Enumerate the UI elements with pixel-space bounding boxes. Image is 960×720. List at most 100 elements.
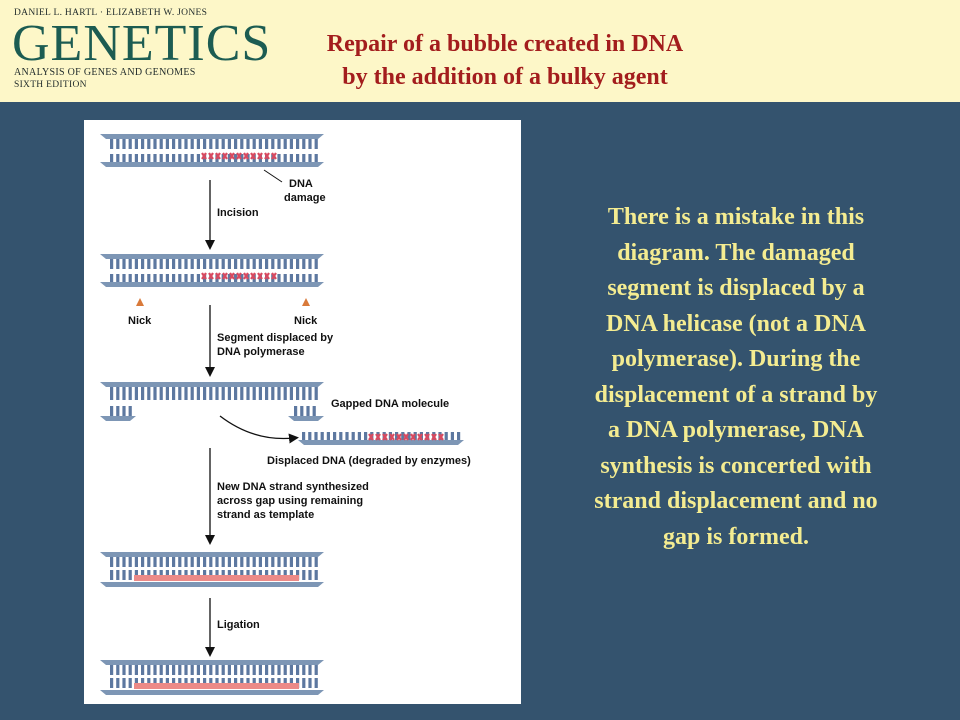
dna-base-pair [134,274,138,282]
dna-base-pair [116,570,120,580]
dna-bottom-strand [100,282,324,287]
dna-base-pair [308,557,312,567]
dna-base-pair [190,139,194,149]
dna-base-pair [209,557,213,567]
dna-base-pair [252,557,256,567]
dna-base-pair [196,139,200,149]
dna-base-pair [116,274,120,282]
dna-base-pair [110,678,114,688]
dna-base-pair [308,139,312,149]
dna-base-pair [221,557,225,567]
dna-base-pair [221,139,225,149]
damage-mark [382,433,388,441]
dna-base-pair [128,387,132,400]
dna-base-pair [122,139,126,149]
dna-base-pair [265,557,269,567]
dna-base-pair [240,259,244,269]
damage-mark [403,433,409,441]
damage-mark [417,433,423,441]
dna-base-pair [159,154,163,162]
dna-base-pair [128,406,132,416]
dna-base-pair [165,274,169,282]
dna-base-pair [215,665,219,675]
dna-base-pair [283,259,287,269]
dna-base-pair [314,387,318,400]
dna-base-pair [289,154,293,162]
dna-base-pair [289,139,293,149]
dna-base-pair [110,557,114,567]
dna-base-pair [240,154,244,162]
dna-base-pair [110,406,114,416]
dna-base-pair [296,139,300,149]
dna-base-pair [110,387,114,400]
dna-base-pair [271,139,275,149]
note-line-8: synthesis is concerted with [600,452,872,479]
dna-base-pair [203,259,207,269]
label-damage: damage [284,192,326,204]
dna-base-pair [147,665,151,675]
dna-base-pair [283,387,287,400]
dna-base-pair [134,387,138,400]
logo-edition: SIXTH EDITION [14,80,87,90]
displaced-base [339,432,343,440]
dna-base-pair [172,154,176,162]
dna-base-pair [178,387,182,400]
dna-base-pair [308,154,312,162]
dna-base-pair [159,387,163,400]
dna-base-pair [116,557,120,567]
dna-base-pair [308,259,312,269]
dna-repair-diagram: DNA damage Incision Nick Nick Segment di… [84,120,521,704]
dna-base-pair [283,274,287,282]
dna-base-pair [246,259,250,269]
dna-base-pair [116,665,120,675]
dna-base-pair [227,557,231,567]
displaced-dna-arrow [219,415,299,444]
dna-base-pair [159,557,163,567]
dna-base-pair [141,154,145,162]
dna-base-pair [178,259,182,269]
note-line-6: displacement of a strand by [594,381,878,408]
note-line-9: strand displacement and no [594,488,878,514]
dna-base-pair [240,274,244,282]
dna-base-pair [165,665,169,675]
dna-base-pair [209,139,213,149]
dna-base-pair [314,274,318,282]
dna-base-pair [190,387,194,400]
dna-base-pair [258,387,262,400]
dna-base-pair [289,274,293,282]
dna-base-pair [258,259,262,269]
dna-repair-figure: DNA damage Incision Nick Nick Segment di… [100,134,471,695]
dna-base-pair [302,557,306,567]
dna-base-pair [314,139,318,149]
damage-mark [236,272,242,280]
note-line-4: DNA helicase (not a DNA [606,310,866,337]
note-line-5: polymerase). During the [611,346,861,372]
dna-base-pair [283,154,287,162]
damage-mark [257,272,263,280]
dna-base-pair [110,570,114,580]
damage-mark [396,433,402,441]
damage-mark [243,272,249,280]
logo-subtitle: ANALYSIS OF GENES AND GENOMES [14,67,196,78]
dna-base-pair [128,557,132,567]
displaced-base [364,432,368,440]
dna-base-pair [184,387,188,400]
label-new-strand-3: strand as template [217,509,314,521]
dna-base-pair [147,154,151,162]
dna-base-pair [178,139,182,149]
damage-mark [271,272,277,280]
displaced-base [395,432,399,440]
dna-base-pair [265,387,269,400]
dna-base-pair [277,154,281,162]
dna-base-pair [308,387,312,400]
dna-base-pair [240,665,244,675]
label-incision: Incision [217,207,259,219]
dna-base-pair [234,387,238,400]
slide-title-line-1: Repair of a bubble created in DNA [326,31,684,57]
slide-title: Repair of a bubble created in DNA by the… [255,28,755,94]
dna-base-pair [110,259,114,269]
dna-base-pair [116,387,120,400]
dna-base-pair [221,387,225,400]
label-segment-displaced-2: DNA polymerase [217,346,305,358]
dna-bottom-strand [100,690,324,695]
